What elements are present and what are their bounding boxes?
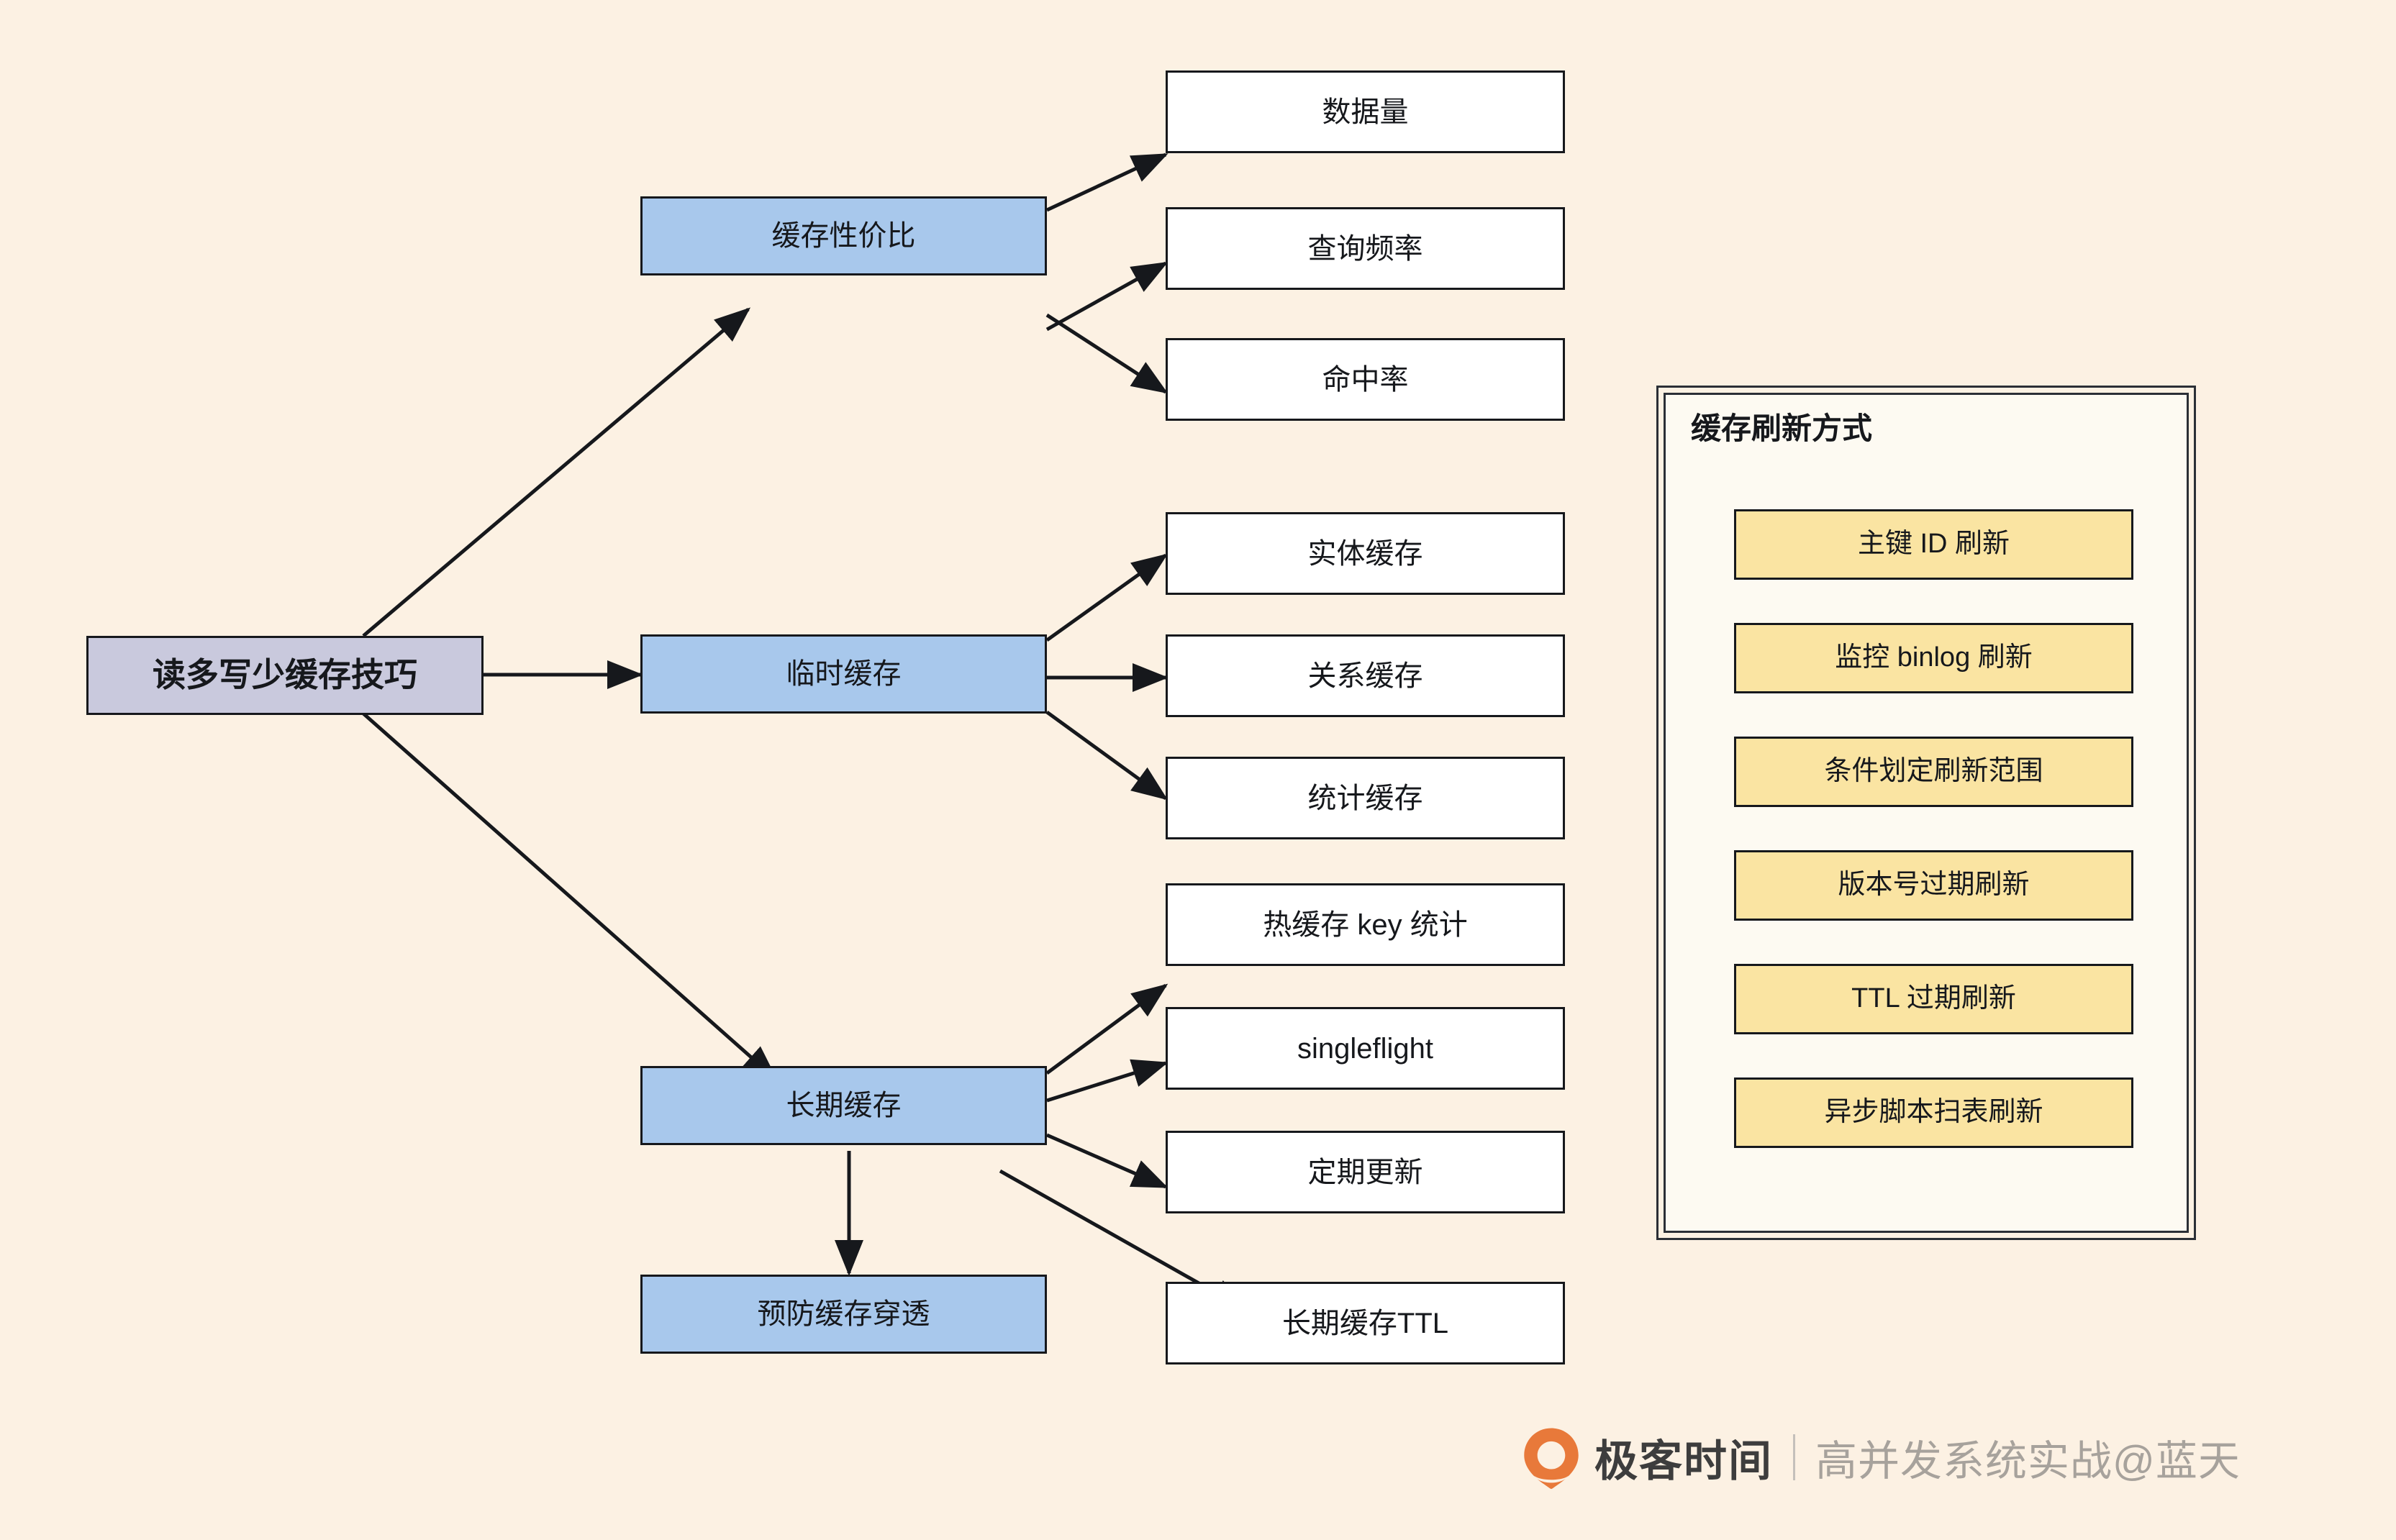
- node-periodic-update[interactable]: 定期更新: [1166, 1131, 1565, 1213]
- node-hot-key-stats-label: 热缓存 key 统计: [1263, 908, 1468, 941]
- footer-watermark: 极客时间 高并发系统实战@蓝天: [1518, 1424, 2241, 1490]
- node-query-frequency[interactable]: 查询频率: [1166, 207, 1565, 290]
- node-relation-cache[interactable]: 关系缓存: [1166, 634, 1565, 717]
- panel-item-version-expiry-refresh-label: 版本号过期刷新: [1838, 870, 2030, 901]
- node-cache-cost-benefit-label: 缓存性价比: [771, 220, 916, 252]
- cache-refresh-panel-title: 缓存刷新方式: [1691, 411, 1873, 445]
- footer-divider: [1793, 1434, 1795, 1480]
- node-stat-cache[interactable]: 统计缓存: [1166, 757, 1565, 839]
- panel-item-ttl-expiry-refresh[interactable]: TTL 过期刷新: [1734, 964, 2133, 1034]
- node-singleflight-label: singleflight: [1297, 1032, 1433, 1065]
- panel-item-condition-scope-refresh-label: 条件划定刷新范围: [1824, 756, 2043, 787]
- footer-course: 高并发系统实战@蓝天: [1815, 1438, 2241, 1485]
- node-cache-cost-benefit[interactable]: 缓存性价比: [640, 196, 1047, 275]
- edge-cost-to-datasize: [1045, 152, 1168, 212]
- panel-item-async-scan-refresh[interactable]: 异步脚本扫表刷新: [1734, 1077, 2133, 1148]
- edge-temp-to-entity: [1045, 553, 1168, 642]
- node-data-size-label: 数据量: [1322, 96, 1409, 128]
- node-entity-cache-label: 实体缓存: [1307, 537, 1423, 570]
- node-longterm-cache-ttl-label: 长期缓存TTL: [1281, 1307, 1449, 1339]
- edge-cost-to-hitrate: [1045, 313, 1168, 394]
- edge-cost-to-freq: [1045, 261, 1168, 332]
- node-temp-cache-label: 临时缓存: [786, 658, 902, 690]
- edge-root-to-longterm: [362, 712, 778, 1081]
- panel-item-condition-scope-refresh[interactable]: 条件划定刷新范围: [1734, 737, 2133, 807]
- node-longterm-cache[interactable]: 长期缓存: [640, 1066, 1047, 1145]
- panel-item-primary-key-refresh[interactable]: 主键 ID 刷新: [1734, 509, 2133, 580]
- footer-brand: 极客时间: [1594, 1436, 1773, 1485]
- node-entity-cache[interactable]: 实体缓存: [1166, 512, 1565, 595]
- node-longterm-cache-ttl[interactable]: 长期缓存TTL: [1166, 1282, 1565, 1364]
- edge-longterm-to-hotkey: [1045, 983, 1168, 1075]
- edge-longterm-to-singleflight: [1046, 1059, 1168, 1103]
- geekbang-logo-icon: [1518, 1424, 1584, 1490]
- panel-item-primary-key-refresh-label: 主键 ID 刷新: [1857, 529, 2010, 560]
- panel-item-version-expiry-refresh[interactable]: 版本号过期刷新: [1734, 850, 2133, 921]
- node-data-size[interactable]: 数据量: [1166, 70, 1565, 153]
- node-prevent-cache-penetration-label: 预防缓存穿透: [757, 1298, 930, 1330]
- panel-item-ttl-expiry-refresh-label: TTL 过期刷新: [1851, 983, 2016, 1014]
- node-stat-cache-label: 统计缓存: [1307, 782, 1423, 814]
- edge-longterm-to-periodic: [1046, 1133, 1168, 1189]
- node-singleflight[interactable]: singleflight: [1166, 1007, 1565, 1090]
- node-hit-rate-label: 命中率: [1322, 363, 1409, 396]
- node-hot-key-stats[interactable]: 热缓存 key 统计: [1166, 883, 1565, 966]
- edge-temp-to-stat: [1045, 710, 1168, 801]
- panel-item-binlog-refresh[interactable]: 监控 binlog 刷新: [1734, 623, 2133, 693]
- node-hit-rate[interactable]: 命中率: [1166, 338, 1565, 421]
- panel-item-async-scan-refresh-label: 异步脚本扫表刷新: [1824, 1097, 2043, 1128]
- node-root-label: 读多写少缓存技巧: [153, 656, 417, 694]
- node-query-frequency-label: 查询频率: [1307, 232, 1423, 265]
- node-prevent-cache-penetration[interactable]: 预防缓存穿透: [640, 1275, 1047, 1354]
- panel-item-binlog-refresh-label: 监控 binlog 刷新: [1835, 642, 2033, 673]
- node-temp-cache[interactable]: 临时缓存: [640, 634, 1047, 714]
- node-longterm-cache-label: 长期缓存: [786, 1090, 902, 1121]
- node-root[interactable]: 读多写少缓存技巧: [86, 636, 484, 715]
- node-relation-cache-label: 关系缓存: [1307, 660, 1423, 692]
- node-periodic-update-label: 定期更新: [1307, 1156, 1423, 1188]
- edge-root-to-cost: [362, 307, 751, 637]
